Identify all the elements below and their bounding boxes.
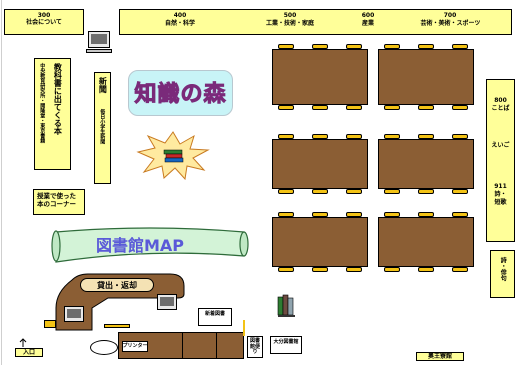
newspaper-shelf: 新聞 毎日小学生新聞 <box>94 72 111 184</box>
forest-title: 知識の森 <box>134 82 227 108</box>
reading-table-group-2 <box>376 44 476 110</box>
shelf-600-num: 600 <box>361 12 375 19</box>
shelf-800-line1: ことば <box>491 105 510 112</box>
entrance-label: 入口 <box>15 348 43 357</box>
shelf-800-num: 800 <box>494 97 507 104</box>
shelf-911-line1: 詩・ <box>494 191 507 198</box>
entrance-arrow-icon <box>19 338 27 347</box>
keyboard-icon <box>86 49 112 53</box>
shelf-500-num: 500 <box>283 12 297 19</box>
shelf-800-line2: えいご <box>491 142 510 149</box>
reading-table-group-4 <box>376 134 476 194</box>
reading-table-group-5 <box>270 212 370 272</box>
shelf-300-label: 社会について <box>26 18 62 26</box>
shelf-300-num: 300 <box>37 12 51 19</box>
shelf-haiku-label: 詩・俳句 <box>499 257 507 281</box>
textbook-shelf-sub: 中央教育研究所・開隆堂・東京書籍 <box>39 63 46 143</box>
shelf-911-line2: 短歌 <box>494 199 507 206</box>
shelf-600-label: 産業 <box>361 20 374 27</box>
reading-table-group-3 <box>270 134 370 194</box>
shelf-500-label: 工業・技術・家庭 <box>265 20 314 27</box>
yellow-marker <box>243 320 245 336</box>
label-library-news: 図書館便り <box>247 336 263 358</box>
label-oita-library: 大分図書館 <box>270 336 302 354</box>
counter-label: 貸出・返却 <box>97 281 137 290</box>
oval-table <box>90 340 118 355</box>
map-banner-title: 図書館MAP <box>96 236 185 255</box>
reading-table <box>272 49 368 105</box>
computer-icon <box>88 31 110 48</box>
reading-table-group-1 <box>270 44 370 110</box>
bottom-right-label: 奥王寮館 <box>416 352 464 361</box>
shelf-700-num: 700 <box>443 12 457 19</box>
textbook-shelf-title: 教科書に出てくる本 <box>53 63 63 135</box>
reading-table-group-6 <box>376 212 476 272</box>
label-new-books: 新着図書 <box>198 308 232 326</box>
computer-icon <box>157 294 177 310</box>
shelf-400-label: 自然・科学 <box>164 20 195 27</box>
stool-left <box>44 320 56 328</box>
printer-divider <box>182 332 183 359</box>
shelf-700-label: 芸術・美術・スポーツ <box>420 20 481 27</box>
reading-table <box>378 139 474 189</box>
shelf-800-900: 800 ことば えいご 911 詩・ 短歌 <box>486 79 515 242</box>
newspaper-title: 新聞 <box>98 77 108 93</box>
book-stack-icon <box>277 294 295 317</box>
class-corner-shelf: 授業で使った本のコーナー <box>33 189 85 215</box>
printer-divider <box>216 332 217 359</box>
newspaper-sub: 毎日小学生新聞 <box>99 109 106 144</box>
wall-left <box>1 0 2 365</box>
textbook-shelf: 教科書に出てくる本 中央教育研究所・開隆堂・東京書籍 <box>34 58 71 170</box>
shelf-400-700: 400 自然・科学 500 工業・技術・家庭 600 産業 700 芸術・美術・… <box>119 9 512 35</box>
printer-label: プリンター <box>122 343 148 349</box>
counter-label-box <box>80 278 154 292</box>
forest-title-box <box>128 70 233 116</box>
reading-table <box>272 139 368 189</box>
shelf-400-num: 400 <box>173 12 187 19</box>
class-corner-label: 授業で使った本のコーナー <box>37 192 76 209</box>
reading-table <box>272 217 368 267</box>
shelf-haiku: 詩・俳句 <box>490 250 515 298</box>
shelf-911-num: 911 <box>494 183 507 190</box>
map-banner-scroll <box>51 227 249 263</box>
reading-table <box>378 49 474 105</box>
starburst-books-icon <box>136 131 210 180</box>
shelf-300: 300 社会について <box>4 9 84 35</box>
computer-icon <box>64 306 84 322</box>
reading-table <box>378 217 474 267</box>
printer-label-box <box>122 341 148 352</box>
desk-strip <box>104 324 130 328</box>
